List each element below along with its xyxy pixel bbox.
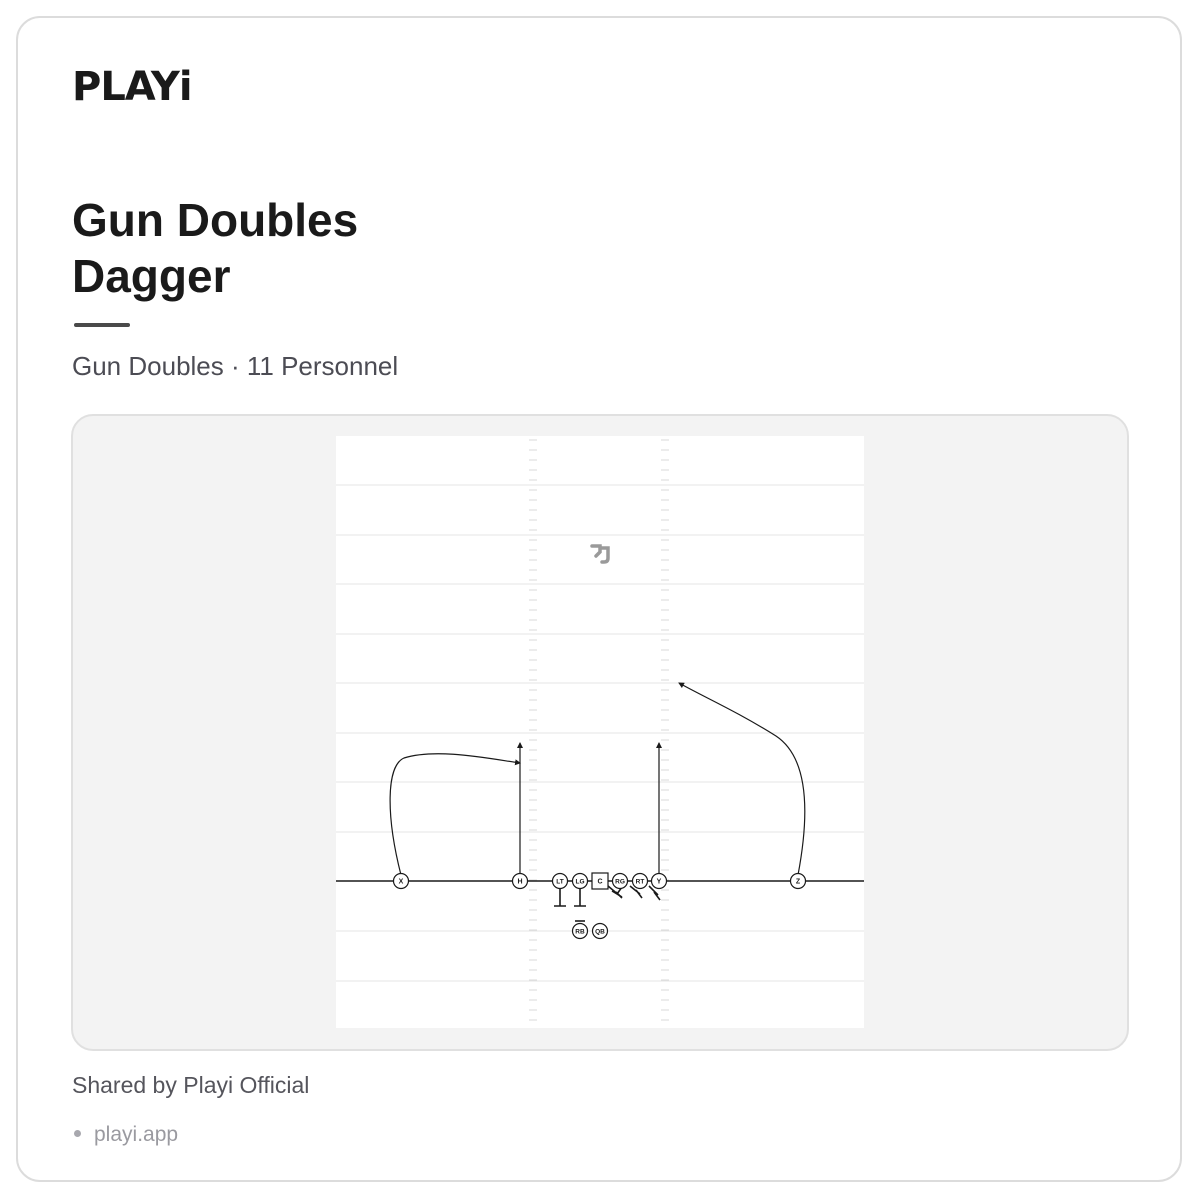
playi-app-link[interactable]: playi.app <box>94 1123 179 1146</box>
player-marker <box>611 872 629 890</box>
play-title: Gun Doubles Dagger <box>72 192 672 304</box>
player-marker <box>571 872 589 890</box>
player-qb[interactable]: QB <box>591 922 609 940</box>
block-rt <box>629 885 643 899</box>
block-rg-2 <box>607 885 623 899</box>
player-rt[interactable]: RT <box>631 872 649 890</box>
players: X H LT LG C RG RT Y Z RB QB <box>392 872 807 940</box>
player-label: LG <box>575 879 584 886</box>
player-marker <box>789 872 807 890</box>
yard-lines <box>336 484 864 982</box>
play-title-line-1: Gun Doubles <box>72 194 359 246</box>
logo-text: PLAYi <box>72 64 193 110</box>
title-divider <box>74 323 130 327</box>
route-x-dig <box>389 753 521 876</box>
player-x[interactable]: X <box>392 872 410 890</box>
routes <box>389 682 806 876</box>
player-label: H <box>517 879 522 886</box>
player-label: Z <box>796 879 801 886</box>
player-y[interactable]: Y <box>650 872 668 890</box>
player-label: X <box>399 879 404 886</box>
hash-marks <box>529 439 669 1021</box>
player-marker <box>571 922 589 940</box>
play-title-line-2: Dagger <box>72 250 231 302</box>
footer-bullet-icon <box>74 1130 81 1137</box>
player-lg[interactable]: LG <box>571 872 589 890</box>
field-background <box>336 436 864 1028</box>
player-marker <box>591 872 609 890</box>
player-label: C <box>597 879 602 886</box>
player-label: Y <box>657 879 662 886</box>
player-h[interactable]: H <box>511 872 529 890</box>
player-z[interactable]: Z <box>789 872 807 890</box>
player-label: QB <box>595 929 605 936</box>
player-marker <box>650 872 668 890</box>
player-marker <box>392 872 410 890</box>
player-label: RG <box>615 879 625 886</box>
player-lt[interactable]: LT <box>551 872 569 890</box>
block-lg <box>574 888 586 907</box>
playi-logo[interactable]: PLAYi <box>72 64 242 110</box>
player-marker <box>631 872 649 890</box>
player-rg[interactable]: RG <box>611 872 629 890</box>
player-marker <box>591 922 609 940</box>
route-z-post <box>678 682 806 876</box>
block-lt <box>554 888 566 907</box>
playi-mark-icon <box>590 544 610 564</box>
play-diagram[interactable]: X H LT LG C RG RT Y Z RB QB <box>336 436 864 1028</box>
player-marker <box>551 872 569 890</box>
player-c[interactable]: C <box>591 872 609 890</box>
player-label: RT <box>636 879 645 886</box>
player-marker <box>511 872 529 890</box>
shared-by-text: Shared by Playi Official <box>72 1072 310 1098</box>
player-label: LT <box>556 879 563 886</box>
block-y <box>648 885 661 901</box>
player-label: RB <box>575 929 585 936</box>
play-subtitle: Gun Doubles · 11 Personnel <box>72 351 399 381</box>
player-rb[interactable]: RB <box>571 922 589 940</box>
